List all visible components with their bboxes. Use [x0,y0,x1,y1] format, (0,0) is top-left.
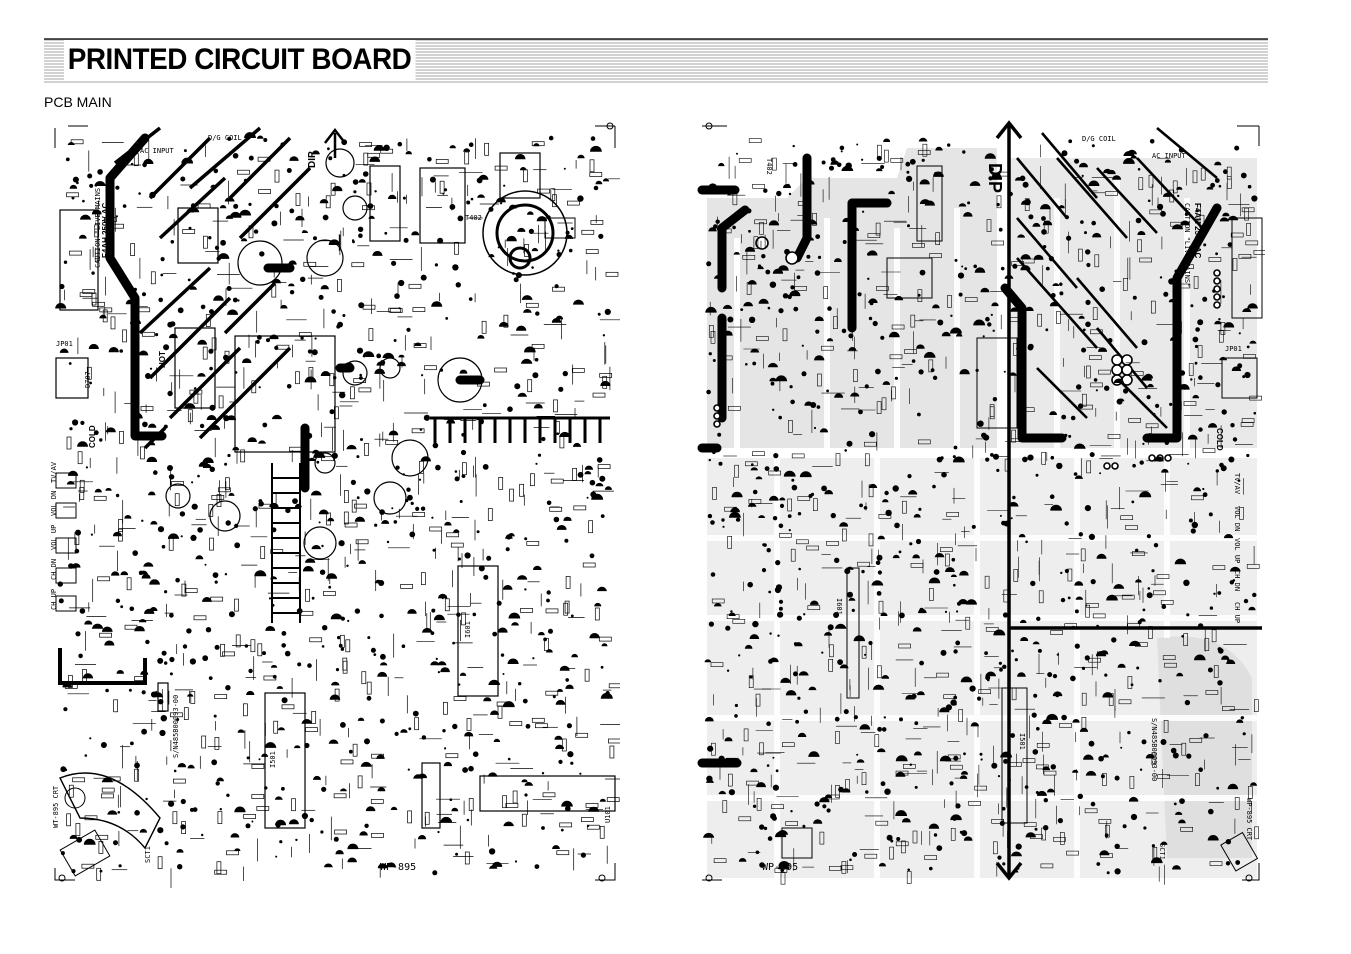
model-label: WP-895 [380,862,416,873]
ic601-label: I601 [464,621,472,638]
pcb-component-side: DIP CAUTION "LIVE MAINS" F4AH 250V AC HO… [50,118,620,888]
ac-input-label: AC INPUT [1152,152,1187,160]
jp01-label: JP01 [1225,345,1242,353]
dg-coil-label: D/G COIL [208,134,242,142]
page-title: PRINTED CIRCUIT BOARD [64,40,416,80]
tvav-label: TV/AV [1233,473,1241,495]
sct1-label: SCT1 [1158,843,1166,860]
chdn-label: CH DN [1233,570,1241,591]
serial-number-label: S/N485B00093-00 [1150,718,1158,781]
fuse-label: F4AH 250V AC [101,203,110,259]
jp01-label: JP01 [56,340,73,348]
caution-label: CAUTION "LIVE MAINS" [1183,203,1191,287]
pcb-left-drawing: DIP CAUTION "LIVE MAINS" F4AH 250V AC HO… [50,122,620,888]
fuse-label: F4AH 250V AC [1193,203,1202,259]
page-header: PRINTED CIRCUIT BOARD [44,38,1268,84]
hot-label: HOT [158,351,167,368]
voldn-label: VOL DN [1233,506,1241,531]
crt-label: WT-895 CRT [52,785,60,828]
cold-label: COLD [1215,428,1224,451]
dg-coil-label: D/G COIL [1082,135,1116,143]
ic601-label: I601 [835,598,843,615]
ic501-label: I501 [1018,733,1026,750]
sct1-label: SCT1 [144,846,152,863]
serial-number-label: S/N485B00093-00 [172,695,180,758]
pcb-solder-side: DIP CAUTION "LIVE MAINS" F4AH 250V AC CO… [697,118,1265,888]
t402-label: T402 [465,214,482,222]
volup-label: VOL UP [1233,538,1241,563]
crt-label: WP-895 CRT [1245,798,1253,841]
volup-label: VOL UP [50,525,58,550]
voldn-label: VOL DN [50,491,58,516]
ac-input-label: AC INPUT [140,147,175,155]
tuner-label: U101 [604,806,612,823]
d707-label: D707 [84,371,92,388]
cold-label: COLD [88,425,97,448]
tvav-label: TV/AV [50,461,58,483]
section-title: PCB MAIN [44,94,112,110]
chdn-label: CH DN [50,559,58,580]
dip-label: DIP [985,163,1005,193]
chup-label: CH UP [1233,602,1241,623]
pcb-right-drawing: DIP CAUTION "LIVE MAINS" F4AH 250V AC CO… [697,120,1265,885]
model-label: WP-895 [762,862,798,873]
dip-label: DIP [307,151,318,168]
ic501-label: I501 [269,751,277,768]
caution-label: CAUTION "LIVE MAINS" [94,184,102,268]
t402-label: T402 [765,158,773,175]
chup-label: CH UP [50,589,58,610]
